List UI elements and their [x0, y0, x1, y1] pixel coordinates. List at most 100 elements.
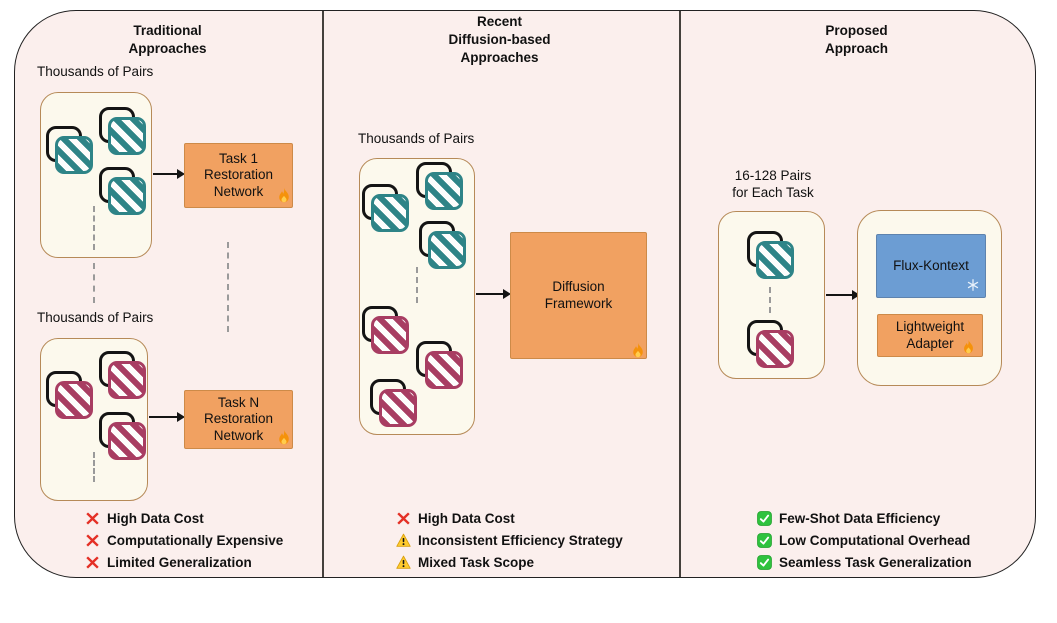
image-pair [416, 162, 490, 238]
degraded-image-teal [425, 172, 463, 210]
image-pair [46, 126, 120, 202]
image-pair [416, 341, 490, 417]
issue-label: Mixed Task Scope [418, 554, 535, 570]
cross-icon [86, 512, 99, 524]
degraded-image-teal [108, 117, 146, 155]
issues-list-traditional: High Data Cost Computationally Expensive… [85, 510, 283, 570]
box-line: Network [213, 427, 264, 443]
issue-label: Limited Generalization [107, 554, 252, 570]
dataset-label-16-128-pairs: 16-128 Pairs for Each Task [713, 167, 833, 201]
warning-icon [396, 533, 411, 547]
column-divider-2 [679, 11, 681, 577]
issue-item: Few-Shot Data Efficiency [757, 510, 972, 526]
box-line: Restoration [203, 167, 274, 183]
box-line: Task N [217, 394, 260, 410]
title-line: Proposed [825, 23, 888, 38]
issue-item: Computationally Expensive [85, 532, 283, 548]
issue-item: High Data Cost [396, 510, 623, 526]
degraded-image-teal [756, 241, 794, 279]
fire-icon [964, 339, 973, 354]
ellipsis-dashed-line [93, 263, 95, 303]
image-pair [99, 351, 173, 427]
diffusion-framework-box: Diffusion Framework [510, 232, 647, 359]
image-pair [419, 221, 493, 297]
task1-restoration-network-box: Task 1 Restoration Network [184, 143, 293, 208]
issue-label: Seamless Task Generalization [779, 554, 972, 570]
issue-item: Limited Generalization [85, 554, 283, 570]
image-pair [362, 306, 436, 382]
degraded-image-maroon [425, 351, 463, 389]
box-line: Lightweight [895, 319, 965, 334]
snowflake-icon [967, 279, 979, 291]
degraded-image-maroon [756, 330, 794, 368]
check-icon [757, 554, 772, 570]
issue-item: Inconsistent Efficiency Strategy [396, 532, 623, 548]
image-pair [99, 412, 173, 488]
dataset-label-thousands-pairs-2: Thousands of Pairs [37, 310, 154, 325]
box-line: Flux-Kontext [893, 257, 969, 273]
image-pair [370, 379, 444, 455]
arrow-dataset-to-taskN [149, 412, 185, 422]
issue-item: Low Computational Overhead [757, 532, 972, 548]
box-line: Restoration [203, 411, 274, 427]
column-title-diffusion: Recent Diffusion-based Approaches [321, 13, 678, 67]
cross-icon [397, 512, 410, 524]
fire-icon [279, 429, 289, 445]
check-icon [757, 510, 772, 526]
issues-list-proposed: Few-Shot Data Efficiency Low Computation… [757, 510, 972, 570]
image-pair [99, 107, 173, 183]
ellipsis-dashed-line [769, 287, 771, 313]
ellipsis-dashed-line [93, 452, 95, 482]
label-line: 16-128 Pairs [734, 168, 812, 183]
lightweight-adapter-box: Lightweight Adapter [877, 314, 983, 357]
degraded-image-maroon [108, 422, 146, 460]
column-divider-1 [322, 11, 324, 577]
fire-icon [279, 187, 289, 203]
arrow-dataset-to-diffusion [476, 289, 511, 299]
arrow-dataset-to-model [826, 290, 860, 300]
flux-kontext-box: Flux-Kontext [876, 234, 986, 298]
ellipsis-dashed-line [416, 267, 418, 303]
degraded-image-teal [108, 177, 146, 215]
title-line: Approaches [128, 41, 207, 56]
ellipsis-dashed-line [227, 242, 229, 332]
title-line: Approach [824, 41, 888, 56]
cross-icon [86, 534, 99, 546]
image-pair [747, 320, 821, 396]
warning-icon [396, 555, 411, 569]
box-line: Task 1 [218, 150, 259, 166]
taskN-restoration-network-box: Task N Restoration Network [184, 390, 293, 449]
degraded-image-teal [371, 194, 409, 232]
image-pair [362, 184, 436, 260]
issue-label: Computationally Expensive [107, 532, 284, 548]
column-title-traditional: Traditional Approaches [14, 22, 321, 58]
issues-list-diffusion: High Data Cost Inconsistent Efficiency S… [396, 510, 623, 570]
title-line: Diffusion-based [448, 32, 551, 47]
ellipsis-dashed-line [93, 206, 95, 250]
box-line: Diffusion [552, 279, 605, 294]
label-line: for Each Task [732, 185, 814, 200]
image-pair [99, 167, 173, 243]
issue-label: High Data Cost [418, 510, 515, 526]
title-line: Traditional [133, 23, 202, 38]
arrow-dataset-to-task1 [153, 169, 185, 179]
degraded-image-maroon [379, 389, 417, 427]
degraded-image-maroon [55, 381, 93, 419]
cross-icon [86, 556, 99, 568]
issue-item: Mixed Task Scope [396, 554, 623, 570]
box-line: Adapter [906, 335, 954, 351]
image-pair [46, 371, 120, 447]
degraded-image-maroon [371, 316, 409, 354]
check-icon [757, 532, 772, 548]
column-title-proposed: Proposed Approach [678, 22, 1035, 58]
issue-label: Few-Shot Data Efficiency [779, 510, 941, 526]
dataset-label-thousands-pairs-3: Thousands of Pairs [358, 131, 475, 146]
degraded-image-teal [55, 136, 93, 174]
title-line: Approaches [460, 50, 539, 65]
box-line: Framework [544, 295, 613, 311]
title-line: Recent [476, 14, 522, 29]
dataset-label-thousands-pairs-1: Thousands of Pairs [37, 64, 154, 79]
issue-label: Inconsistent Efficiency Strategy [418, 532, 623, 548]
issue-label: High Data Cost [107, 510, 204, 526]
